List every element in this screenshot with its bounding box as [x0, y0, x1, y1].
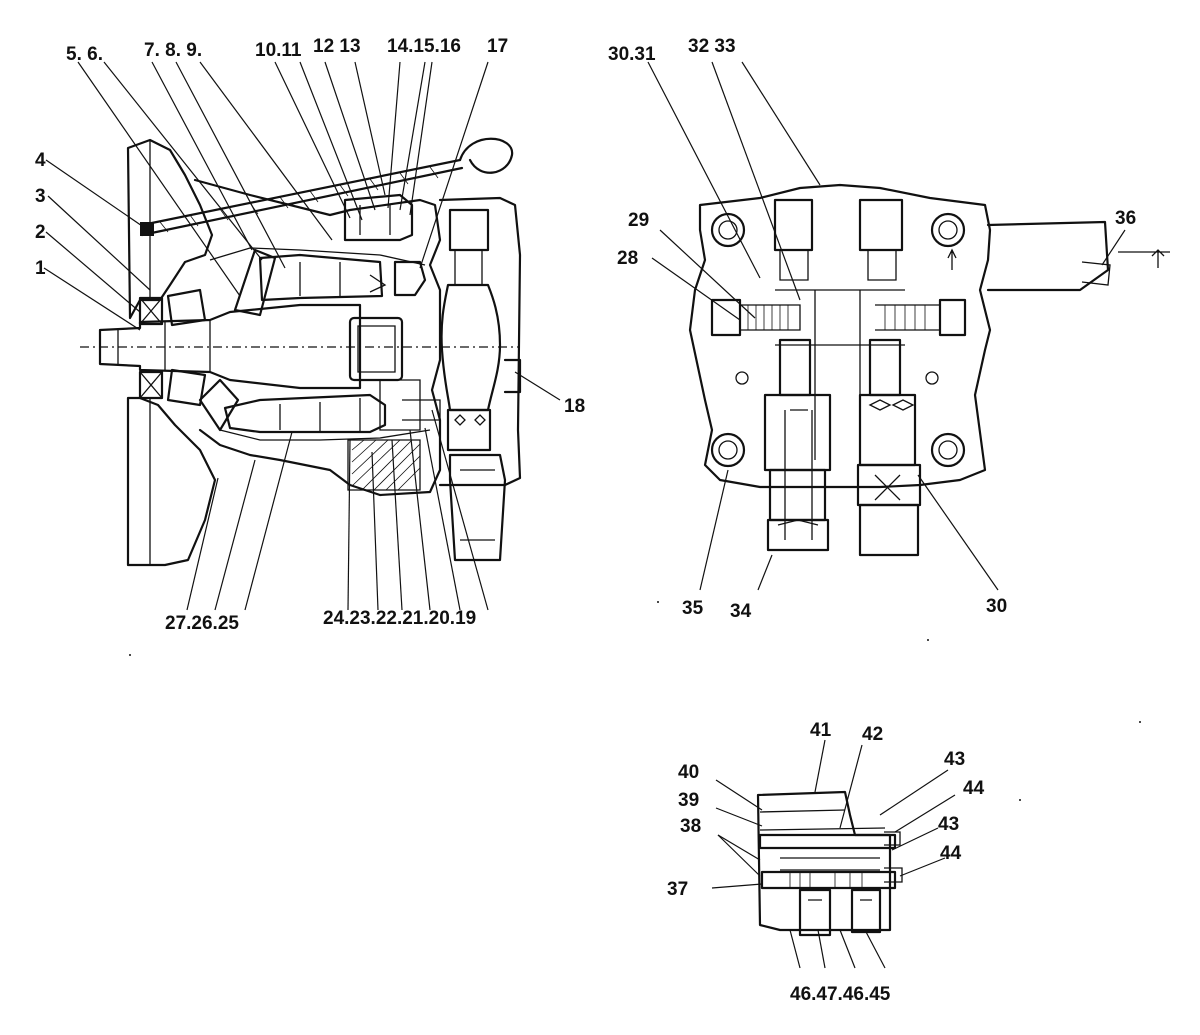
label-4: 4: [35, 150, 46, 171]
label-30-31: 30.31: [608, 44, 656, 65]
label-35: 35: [682, 598, 704, 619]
section-view-labels: 1 2 3 4 5. 6. 7. 8. 9. 10.11 12 13 14.15…: [35, 36, 585, 634]
label-18: 18: [564, 396, 585, 417]
label-42: 42: [862, 724, 883, 745]
label-38: 38: [680, 816, 701, 837]
label-3: 3: [35, 186, 46, 207]
label-1: 1: [35, 258, 46, 279]
label-30: 30: [986, 596, 1007, 617]
valve-view-labels: 41 42 40 43 39 44 38 43 44 37 46.47.46.4…: [667, 720, 985, 1005]
label-37: 37: [667, 879, 688, 900]
label-7-8-9: 7. 8. 9.: [144, 40, 202, 61]
label-34: 34: [730, 601, 752, 622]
label-17: 17: [487, 36, 508, 57]
label-40: 40: [678, 762, 699, 783]
label-5-6: 5. 6.: [66, 44, 103, 65]
label-28: 28: [617, 248, 638, 269]
valve-view: [711, 739, 956, 969]
label-41: 41: [810, 720, 832, 741]
label-36: 36: [1115, 208, 1136, 229]
label-24-19: 24.23.22.21.20.19: [323, 608, 476, 629]
label-27-25: 27.26.25: [165, 613, 239, 634]
label-44-b: 44: [940, 843, 962, 864]
label-14-15-16: 14.15.16: [387, 36, 461, 57]
label-10-11: 10.11: [255, 40, 302, 61]
label-44-a: 44: [963, 778, 985, 799]
label-39: 39: [678, 790, 699, 811]
label-29: 29: [628, 210, 649, 231]
label-12-13: 12 13: [313, 36, 361, 57]
section-view: [43, 61, 561, 611]
label-43-b: 43: [938, 814, 959, 835]
label-32-33: 32 33: [688, 36, 736, 57]
label-2: 2: [35, 222, 46, 243]
end-view: [647, 61, 1170, 591]
label-43-a: 43: [944, 749, 965, 770]
label-46-45: 46.47.46.45: [790, 984, 891, 1005]
end-view-labels: 30.31 32 33 29 28 36 35 34 30: [608, 36, 1136, 622]
